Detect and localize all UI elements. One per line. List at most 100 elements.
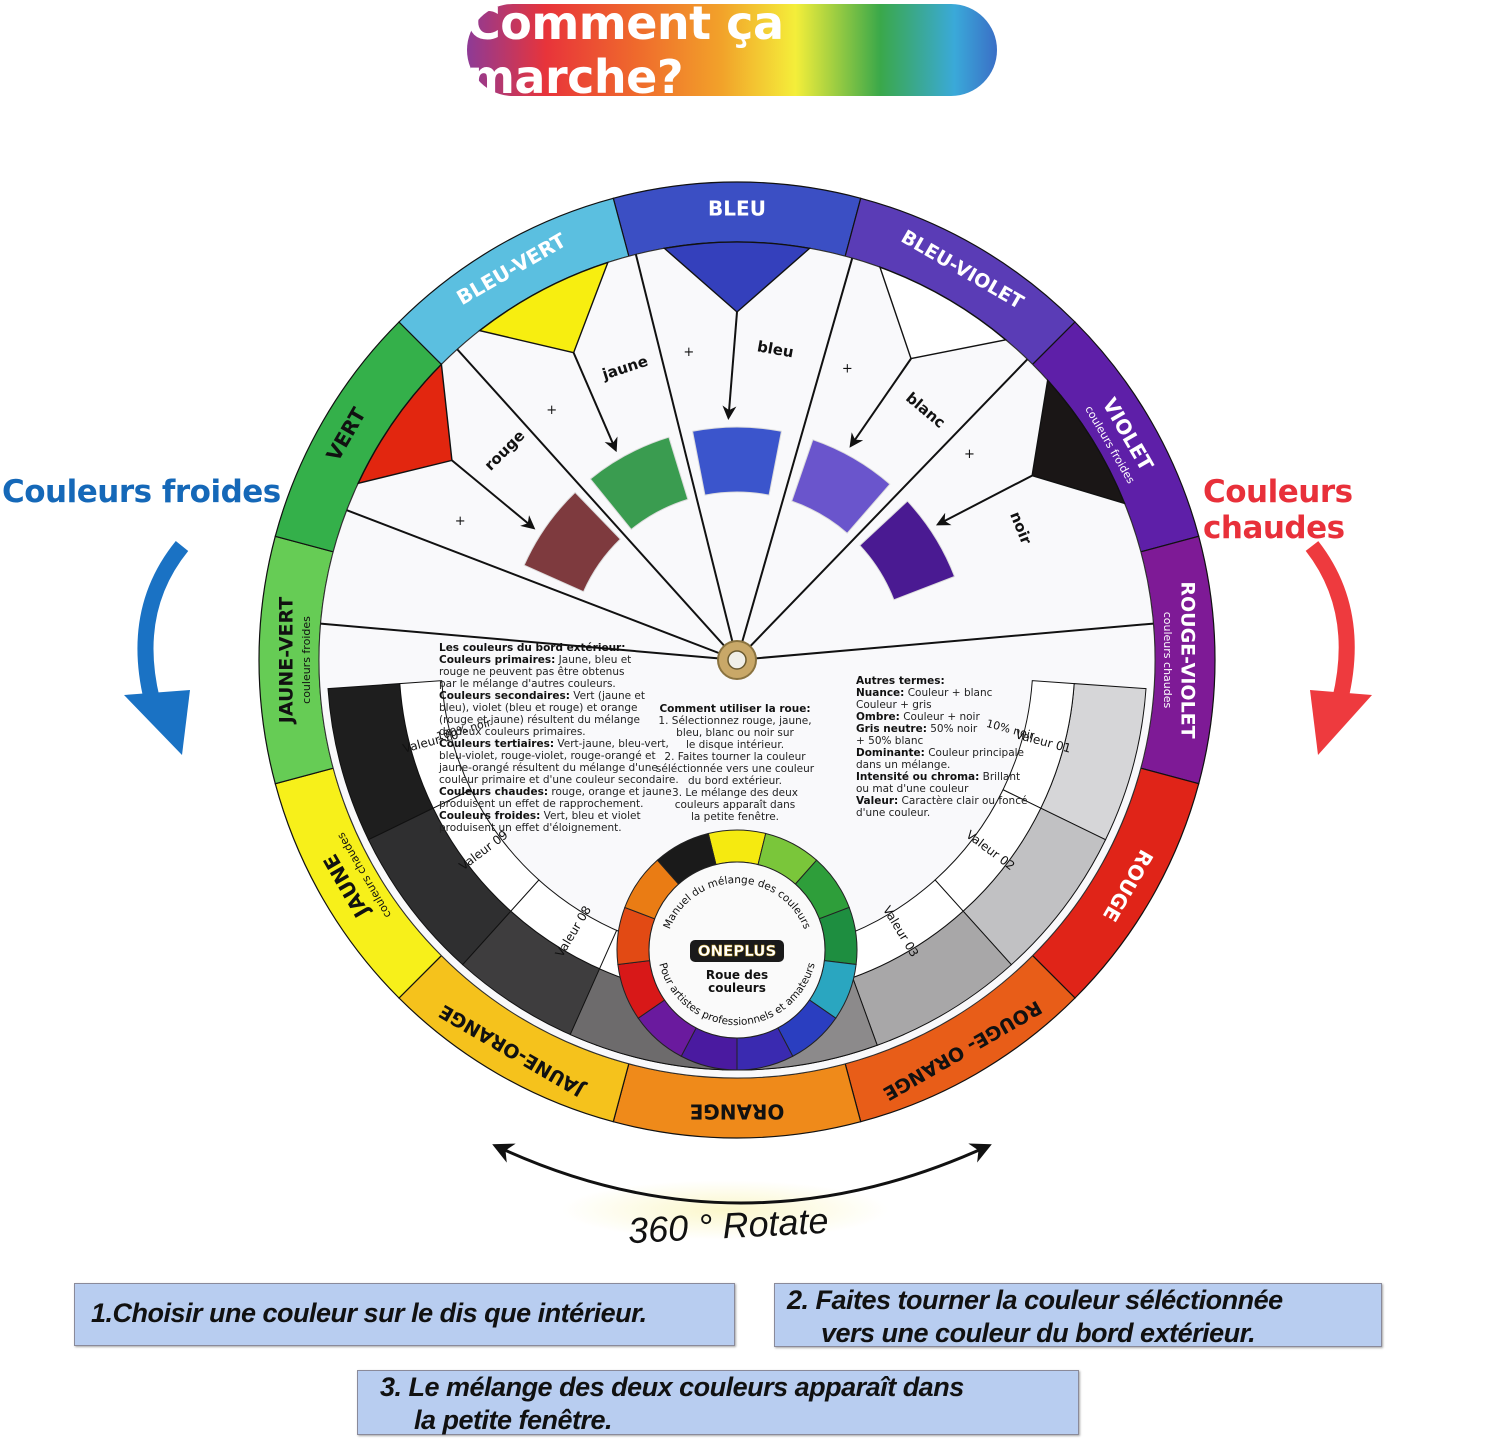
other-terms-text-heading: Autres termes: (856, 675, 945, 687)
outer-edge-text-line: produisent un effet d'éloignement. (439, 822, 622, 834)
cool-arrow-icon-shaft (137, 540, 189, 702)
outer-edge-text-line: bleu), violet (bleu et rouge) et orange (439, 702, 638, 714)
cool-arrow-icon (124, 540, 190, 755)
plus-sign: + (683, 345, 694, 360)
outer-edge-text-line: Couleurs tertiaires: Vert-jaune, bleu-ve… (439, 738, 669, 750)
outer-edge-text-line: Couleurs froides: Vert, bleu et violet (439, 810, 641, 822)
selector-divider (736, 358, 1029, 661)
value-swatch-right: Valeur 02 (934, 789, 1107, 966)
cool-colors-label: Couleurs froides (2, 474, 281, 510)
pointer-arrow (572, 352, 618, 453)
other-terms-text-line: Gris neutre: 50% noir (856, 723, 978, 735)
selector-tab-jaune[interactable] (478, 261, 610, 354)
how-to-text: Comment utiliser la roue:1. Sélectionnez… (656, 703, 815, 823)
outer-edge-text-line: Couleurs secondaires: Vert (jaune et (439, 690, 645, 702)
plus-sign: + (964, 447, 975, 462)
value-label-cell (510, 879, 637, 979)
selector-bleu[interactable]: bleu+ (634, 241, 812, 661)
selector-divider (320, 622, 738, 661)
other-terms-text-line: ou mat d'une couleur (856, 783, 969, 795)
how-to-text-line: du bord extérieur. (688, 775, 782, 787)
selector-blanc[interactable]: blanc+ (736, 257, 1008, 661)
selector-divider (346, 509, 738, 661)
how-to-text-line: 2. Faites tourner la couleur (664, 751, 806, 763)
selector-tab-blanc[interactable] (878, 266, 1008, 360)
selector-tab-bleu[interactable] (662, 241, 812, 313)
outer-edge-text-line: rouge ne peuvent pas être obtenus (439, 666, 624, 678)
pointer-arrow (451, 459, 536, 530)
warm-arrow-icon-shaft (1305, 541, 1355, 702)
mix-window-bleu (692, 426, 782, 496)
selector-jaune[interactable]: jaune+ (456, 261, 738, 661)
outer-edge-text-line: Couleurs primaires: Jaune, bleu et (439, 654, 631, 666)
other-terms-text-line: Couleur + gris (856, 699, 932, 711)
other-terms-text-line: + 50% blanc (856, 735, 923, 747)
outer-segment-sub-label: couleurs chaudes (1161, 612, 1174, 709)
step-2-line-1: 2. Faites tourner la couleur séléctionné… (787, 1285, 1283, 1315)
outer-segment-orange[interactable]: ORANGE (612, 1063, 862, 1139)
outer-segment-label: ORANGE (690, 1100, 785, 1124)
how-to-text-line: 1. Sélectionnez rouge, jaune, (658, 715, 811, 727)
brand-logo-bg (690, 940, 784, 962)
pointer-arrow (935, 474, 1033, 526)
selector-divider (634, 254, 738, 661)
outer-edge-text: Les couleurs du bord extérieur:Couleurs … (438, 642, 679, 834)
mix-window-blanc (791, 439, 891, 534)
other-terms-text-line: Intensité ou chroma: Brillant (856, 771, 1020, 783)
brand-logo: ONEPLUS (698, 942, 777, 960)
other-terms-text-line: Valeur: Caractère clair ou foncé (856, 795, 1027, 807)
step-3-line-1: 3. Le mélange des deux couleurs apparaît… (380, 1372, 964, 1402)
outer-segment-bleu[interactable]: BLEU (612, 181, 862, 257)
pointer-arrow (849, 358, 912, 448)
selector-divider (456, 348, 738, 661)
other-terms-text-line: d'une couleur. (856, 807, 930, 819)
title-banner: Comment ça marche? (467, 0, 997, 104)
other-terms-text: Autres termes:Nuance: Couleur + blancCou… (856, 675, 1027, 819)
outer-edge-text-heading: Les couleurs du bord extérieur: (439, 642, 625, 654)
mix-window-noir (859, 500, 956, 601)
value-swatch-left: Valeur 09 (367, 789, 540, 966)
mini-wheel-subtitle-2: couleurs (708, 981, 766, 995)
outer-segment-sub-label: couleurs froides (300, 616, 313, 704)
other-terms-text-line: Dominante: Couleur principale (856, 747, 1024, 759)
mix-window-rouge (523, 491, 621, 593)
outer-edge-text-line: par le mélange d'autres couleurs. (439, 678, 616, 690)
pointer-arrow (722, 311, 738, 420)
selector-tab-noir[interactable] (1031, 378, 1126, 505)
how-to-text-line: séléctionnée vers une couleur (656, 763, 815, 775)
outer-segment-label: JAUNE-VERT (276, 597, 298, 725)
rotate-glow (560, 1180, 890, 1240)
how-to-text-line: le disque intérieur. (686, 739, 784, 751)
value-label-cell (399, 680, 472, 809)
outer-edge-text-line: produisent un effet de rapprochement. (439, 798, 643, 810)
outer-segment-label: BLEU (708, 197, 766, 221)
step-2-box: 2. Faites tourner la couleur séléctionné… (774, 1283, 1382, 1348)
plus-sign: + (455, 514, 466, 529)
mini-wheel-subtitle-1: Roue des (706, 968, 768, 982)
selector-divider (736, 257, 854, 661)
plus-sign: + (546, 403, 557, 418)
warm-arrow-icon-head (1310, 690, 1372, 755)
how-to-text-heading: Comment utiliser la roue: (659, 703, 810, 715)
selector-divider (736, 622, 1154, 661)
value-swatch-right: Valeur 03 (837, 879, 1013, 1046)
value-swatch-right: Valeur 01 (1002, 680, 1147, 841)
step-2-line-2: vers une couleur du bord extérieur. (821, 1318, 1256, 1348)
step-3-box: 3. Le mélange des deux couleurs apparaît… (357, 1370, 1079, 1435)
page-title: Comment ça marche? (467, 0, 784, 104)
step-3-line-2: la petite fenêtre. (414, 1405, 613, 1435)
value-label-cell (432, 789, 540, 912)
outer-edge-text-line: de deux couleurs primaires. (439, 726, 586, 738)
selector-tab-rouge[interactable] (356, 362, 453, 485)
other-terms-text-line: dans un mélange. (856, 759, 950, 771)
how-to-text-line: la petite fenêtre. (691, 811, 779, 823)
outer-edge-text-line: Couleurs chaudes: rouge, orange et jaune (439, 786, 672, 798)
warm-arrow-icon (1305, 541, 1372, 755)
value-swatch-left: Valeur 10 (327, 680, 472, 841)
mix-window-jaune (589, 436, 689, 530)
rotate-arrow-icon (492, 1143, 992, 1205)
outer-edge-text-line: (rouge et jaune) résultent du mélange (439, 714, 640, 726)
outer-segment-label: ROUGE-VIOLET (1177, 581, 1199, 738)
selector-noir[interactable]: noir+ (736, 358, 1126, 661)
